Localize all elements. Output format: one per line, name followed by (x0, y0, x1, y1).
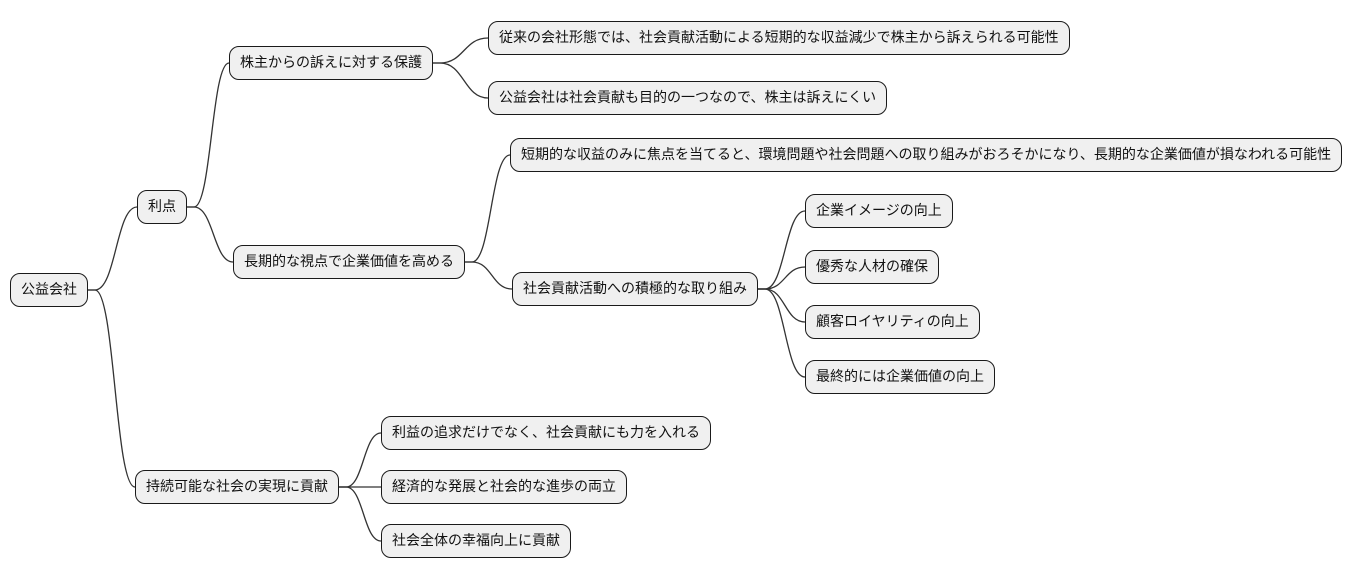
link-advantages-to-shareholder-protection (186, 62, 230, 208)
link-long-term-value-to-csr-engagement (464, 261, 513, 290)
node-economic-social-balance[interactable]: 経済的な発展と社会的な進歩の両立 (381, 470, 627, 504)
link-advantages-to-long-term-value (186, 206, 234, 263)
link-csr-engagement-to-talent-acquisition (757, 266, 806, 290)
node-root[interactable]: 公益会社 (10, 273, 88, 307)
link-sustainable-society-to-profit-and-csr (338, 432, 382, 488)
link-root-to-sustainable-society (87, 289, 136, 488)
node-talent-acquisition[interactable]: 優秀な人材の確保 (805, 250, 939, 284)
link-shareholder-protection-to-hard-to-sue (432, 62, 489, 99)
node-short-term-focus-risk[interactable]: 短期的な収益のみに焦点を当てると、環境問題や社会問題への取り組みがおろそかになり… (510, 138, 1343, 172)
node-social-happiness[interactable]: 社会全体の幸福向上に貢献 (381, 524, 571, 558)
link-sustainable-society-to-social-happiness (338, 486, 382, 542)
node-long-term-value[interactable]: 長期的な視点で企業価値を高める (233, 245, 465, 279)
link-shareholder-protection-to-conventional-lawsuit-risk (432, 37, 489, 64)
node-hard-to-sue[interactable]: 公益会社は社会貢献も目的の一つなので、株主は訴えにくい (488, 81, 888, 115)
node-corporate-value[interactable]: 最終的には企業価値の向上 (805, 360, 995, 394)
link-csr-engagement-to-corporate-image (757, 210, 806, 290)
node-csr-engagement[interactable]: 社会貢献活動への積極的な取り組み (512, 272, 758, 306)
node-advantages[interactable]: 利点 (137, 190, 187, 224)
node-customer-loyalty[interactable]: 顧客ロイヤリティの向上 (805, 305, 980, 339)
node-sustainable-society[interactable]: 持続可能な社会の実現に貢献 (135, 470, 339, 504)
link-root-to-advantages (87, 206, 138, 291)
node-shareholder-protection[interactable]: 株主からの訴えに対する保護 (229, 46, 433, 80)
link-csr-engagement-to-corporate-value (757, 288, 806, 378)
node-corporate-image[interactable]: 企業イメージの向上 (805, 194, 953, 228)
node-conventional-lawsuit-risk[interactable]: 従来の会社形態では、社会貢献活動による短期的な収益減少で株主から訴えられる可能性 (488, 21, 1070, 55)
node-profit-and-csr[interactable]: 利益の追求だけでなく、社会貢献にも力を入れる (381, 416, 711, 450)
link-long-term-value-to-short-term-focus-risk (464, 154, 511, 263)
